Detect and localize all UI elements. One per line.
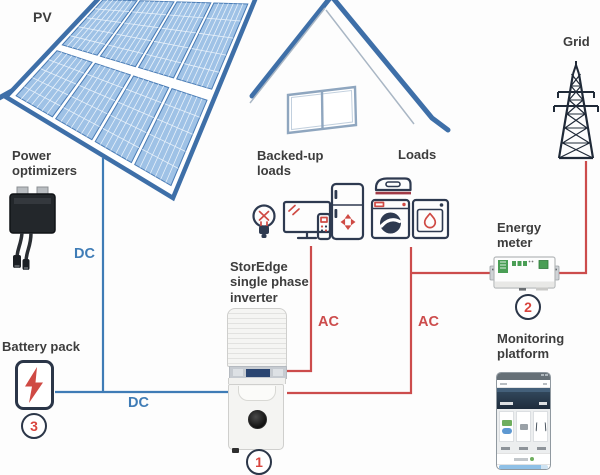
phone-totals-row bbox=[497, 444, 550, 453]
power-optimizer-icon bbox=[9, 186, 56, 270]
inverter-heatsink bbox=[227, 308, 287, 367]
inverter-label: StorEdge single phase inverter bbox=[230, 259, 309, 305]
ac-wire-loads bbox=[287, 247, 413, 395]
badge-battery-pack: 3 bbox=[21, 413, 47, 439]
dc-label-horizontal: DC bbox=[128, 395, 149, 411]
phone-dashboard-cards bbox=[497, 409, 550, 444]
battery-pack-icon bbox=[15, 360, 54, 410]
grid-label: Grid bbox=[563, 34, 590, 49]
solar-chip-icon bbox=[501, 419, 512, 426]
ac-wire-backed-up-loads bbox=[287, 246, 313, 373]
monitoring-platform-label: Monitoring platform bbox=[497, 331, 565, 362]
pv-module bbox=[137, 1, 212, 79]
dc-label-vertical: DC bbox=[74, 246, 95, 262]
pv-cell-lines bbox=[100, 77, 165, 160]
ac-label-backed-up: AC bbox=[318, 314, 339, 330]
roof-right-slope bbox=[331, 0, 451, 133]
inverter-switch-cover bbox=[238, 386, 276, 401]
inverter-dc-unit bbox=[228, 384, 284, 453]
pv-module bbox=[94, 75, 170, 164]
backed-up-loads-label: Backed-up loads bbox=[257, 148, 324, 179]
pv-module bbox=[61, 0, 138, 56]
washing-machine-icon bbox=[370, 198, 411, 240]
pv-cell-lines bbox=[66, 0, 133, 55]
tv-icon bbox=[282, 200, 332, 241]
pv-cell-lines bbox=[139, 90, 203, 183]
defrost-arrows bbox=[340, 214, 356, 230]
oven-icon bbox=[411, 198, 450, 240]
phone-nav-bar bbox=[497, 380, 550, 388]
phone-card-home bbox=[516, 411, 531, 442]
remote-icon bbox=[316, 212, 332, 241]
inverter-foot bbox=[232, 448, 239, 453]
pv-cell-lines bbox=[20, 52, 88, 115]
pv-cell-lines bbox=[143, 1, 207, 77]
ac-label-loads: AC bbox=[418, 314, 439, 330]
house-window bbox=[286, 85, 358, 135]
bulb-icon bbox=[252, 204, 276, 238]
wires bbox=[55, 158, 588, 395]
pv-module bbox=[99, 0, 175, 68]
pv-module bbox=[54, 62, 132, 141]
loads-label: Loads bbox=[398, 147, 437, 162]
pv-cell-lines bbox=[181, 2, 244, 88]
phone-card-grid bbox=[533, 411, 548, 442]
phone-progress bbox=[497, 465, 550, 469]
badge-inverter: 1 bbox=[246, 449, 272, 475]
inverter-dc-switch-knob bbox=[248, 410, 267, 429]
home-chip-icon bbox=[519, 423, 528, 430]
pylon-chip-icon bbox=[535, 422, 546, 432]
power-optimizers-label: Power optimizers bbox=[12, 148, 78, 179]
pv-cell-lines bbox=[105, 0, 170, 66]
battery-pack-label: Battery pack bbox=[2, 339, 81, 354]
phone-status-bar bbox=[497, 373, 550, 380]
inverter-lcd bbox=[245, 368, 271, 377]
monitoring-phone bbox=[496, 372, 551, 470]
fridge-icon bbox=[330, 182, 365, 241]
roof-right-inner bbox=[325, 9, 415, 125]
pv-label: PV bbox=[33, 9, 52, 25]
energy-meter-icon bbox=[489, 256, 560, 291]
inverter-unit bbox=[227, 308, 287, 453]
phone-card-production bbox=[499, 411, 514, 442]
energy-meter-label: Energy meter bbox=[497, 220, 542, 251]
inverter-seam bbox=[228, 378, 286, 384]
roof-left-gable-inner bbox=[249, 7, 326, 104]
pv-module bbox=[175, 2, 249, 90]
roof-left-gable-edge bbox=[249, 0, 332, 99]
phone-section-row bbox=[497, 453, 550, 465]
iron-icon bbox=[374, 177, 412, 195]
pv-cell-lines bbox=[60, 64, 126, 137]
grid-tower-icon bbox=[553, 61, 599, 160]
battery-chip-icon bbox=[501, 427, 512, 434]
ac-wire-grid bbox=[557, 161, 588, 275]
phone-banner bbox=[497, 388, 550, 409]
pv-panel bbox=[2, 0, 258, 202]
badge-energy-meter: 2 bbox=[515, 294, 541, 320]
